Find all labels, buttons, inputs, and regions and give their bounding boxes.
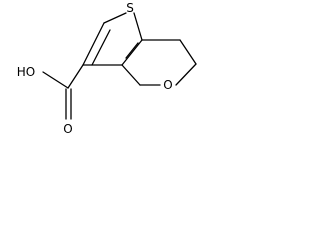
chemical-structure-diagram: S O O HO [17, 1, 197, 136]
thiophene-ring [82, 12, 143, 66]
bond-c6-o5 [175, 63, 197, 86]
bond-c2-c3 [82, 22, 105, 66]
bond-c7-c6 [179, 39, 197, 65]
bond-c3a-c7a-inner [125, 42, 139, 59]
bond-c4-c3a [121, 64, 141, 86]
bond-c3a-c7a [121, 39, 143, 66]
sulfur-atom-label: S [126, 1, 134, 15]
ring-oxygen-atom-label: O [163, 78, 172, 92]
pyran-ring [121, 39, 197, 86]
carbonyl-oxygen-atom-label: O [63, 122, 72, 136]
hydroxyl-group-label: HO [17, 65, 35, 79]
bond-c2-c3-inner [91, 29, 111, 66]
bond-c7a-s [133, 12, 143, 41]
bond-carboxyl-c-oh [42, 71, 69, 89]
bond-s-c2 [103, 12, 127, 24]
carboxylic-acid-group [42, 64, 84, 120]
bond-c3-carboxyl-c [67, 64, 84, 89]
